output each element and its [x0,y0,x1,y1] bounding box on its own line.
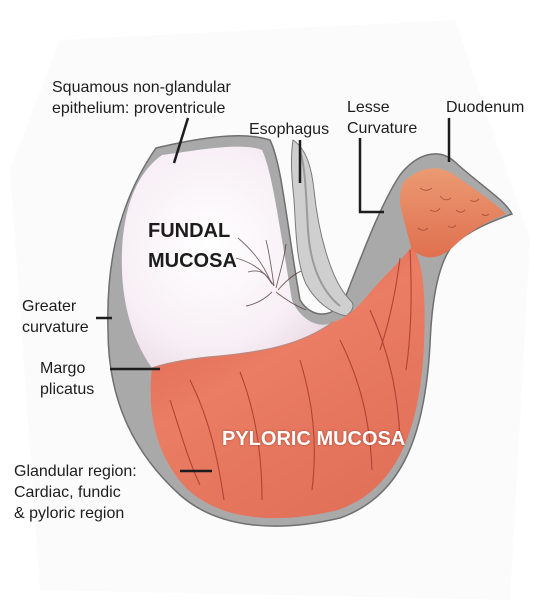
label-duodenum: Duodenum [446,97,524,118]
label-esophagus: Esophagus [249,119,329,140]
pyloric-mucosa-label: PYLORIC MUCOSA [222,424,405,454]
label-glandular-region: Glandular region:Cardiac, fundic& pylori… [14,461,137,524]
